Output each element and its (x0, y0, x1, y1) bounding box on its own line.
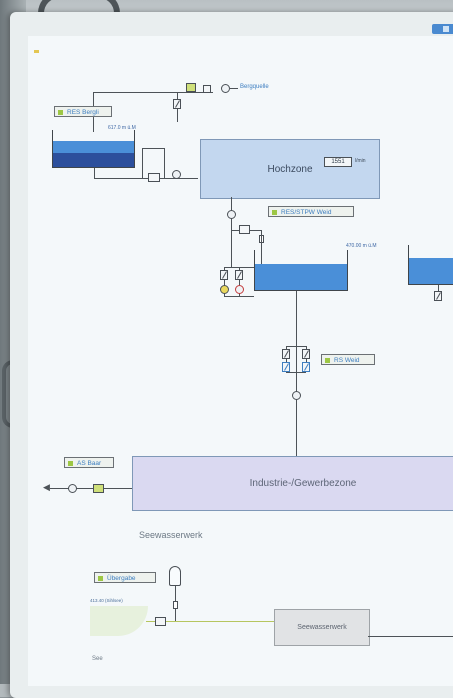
pipe-line (93, 92, 213, 93)
level-readout: 470.00 m ü.M (346, 243, 377, 249)
pump-stopped-icon[interactable] (235, 285, 244, 294)
pressure-tank-icon[interactable] (169, 566, 181, 586)
flow-unit: l/min (355, 158, 366, 164)
pipe-line (296, 291, 297, 456)
tag-marker-icon (58, 109, 63, 115)
pump-icon[interactable] (68, 484, 77, 493)
control-valve-icon[interactable] (239, 225, 250, 234)
water-level (255, 264, 347, 290)
lake-shape (90, 606, 148, 636)
control-valve-icon[interactable] (148, 173, 160, 182)
valve-open-icon[interactable] (282, 362, 290, 372)
see-level-readout: 413.40 (Sihlsee) (90, 598, 123, 603)
seewasserwerk-box[interactable]: Seewasserwerk (274, 609, 370, 646)
tag-marker-icon (98, 575, 103, 581)
pump-icon[interactable] (227, 210, 236, 219)
pipe-line (368, 636, 453, 637)
tag-res-bergli[interactable]: RES Bergli (54, 106, 112, 117)
pipe-line (50, 488, 132, 489)
pipe-line (142, 148, 164, 149)
pipe-line (94, 178, 198, 179)
zone-label: Seewasserwerk (297, 624, 347, 631)
control-valve-icon[interactable] (155, 617, 166, 626)
zone-label: Hochzone (267, 163, 313, 175)
pipe-line (94, 168, 95, 178)
pipe-line (142, 148, 143, 178)
reservoir-bergli-tank[interactable] (52, 130, 135, 168)
tag-res-weid[interactable]: RES/STPW Weid (268, 206, 354, 217)
tag-marker-icon (68, 460, 73, 466)
pipe-line (239, 267, 240, 297)
pipe-line (231, 197, 232, 267)
pump-icon[interactable] (221, 84, 230, 93)
water-level-deep (53, 153, 134, 167)
meter-icon[interactable] (93, 484, 104, 493)
reservoir-weid-tank[interactable] (254, 250, 348, 291)
pipe-line (224, 267, 225, 297)
valve-icon[interactable] (434, 291, 442, 301)
tag-label: AS Baar (77, 460, 102, 467)
tag-as-baar[interactable]: AS Baar (64, 457, 114, 468)
pipe-line-green (146, 621, 298, 622)
arrow-left-icon: ◀ (43, 482, 50, 492)
window-minimize-icon[interactable] (443, 26, 449, 32)
tag-label: RES Bergli (67, 109, 99, 116)
tag-rs-weid[interactable]: RS Weid (321, 354, 375, 365)
tag-label: RES/STPW Weid (281, 209, 332, 216)
pipe-line (286, 372, 306, 373)
tag-uebergabe[interactable]: Übergabe (94, 572, 156, 583)
flow-value[interactable]: 1551 (324, 157, 352, 167)
flow-meter-icon[interactable] (186, 83, 196, 92)
pipe-line (261, 230, 262, 286)
water-level (409, 258, 453, 284)
filter-icon[interactable] (203, 85, 211, 93)
valve-icon[interactable] (282, 349, 290, 359)
pipe-line (164, 148, 165, 178)
source-label: Bergquelle (240, 84, 269, 90)
pipe-line (306, 346, 307, 372)
level-readout: 617.0 m ü.M (108, 125, 136, 131)
tag-marker-icon (325, 357, 330, 363)
pipe-line (230, 88, 238, 89)
scada-screen: Bergquelle RES Bergli 617.0 m ü.M Hochzo… (28, 36, 453, 686)
valve-open-icon[interactable] (302, 362, 310, 372)
pipe-line (286, 346, 287, 372)
pump-icon[interactable] (292, 391, 301, 400)
tag-label: Übergabe (107, 575, 136, 582)
section-title: Seewasserwerk (139, 530, 203, 540)
tag-marker-icon (272, 209, 277, 215)
sensor-icon[interactable] (173, 601, 178, 609)
zone-label: Industrie-/Gewerbezone (249, 478, 357, 489)
window-control-icon[interactable] (432, 24, 453, 34)
pump-icon[interactable] (172, 170, 181, 179)
valve-icon[interactable] (173, 99, 181, 109)
zone-hochzone[interactable]: Hochzone (200, 139, 380, 199)
status-indicator-icon (34, 50, 39, 53)
reservoir-partial-tank[interactable] (408, 245, 453, 285)
valve-icon[interactable] (302, 349, 310, 359)
tag-label: RS Weid (334, 357, 360, 364)
pipe-line (286, 346, 306, 347)
valve-icon[interactable] (220, 270, 228, 280)
pump-running-icon[interactable] (220, 285, 229, 294)
zone-industrie[interactable]: Industrie-/Gewerbezone (132, 456, 453, 511)
valve-icon[interactable] (235, 270, 243, 280)
lake-label: See (92, 656, 103, 662)
